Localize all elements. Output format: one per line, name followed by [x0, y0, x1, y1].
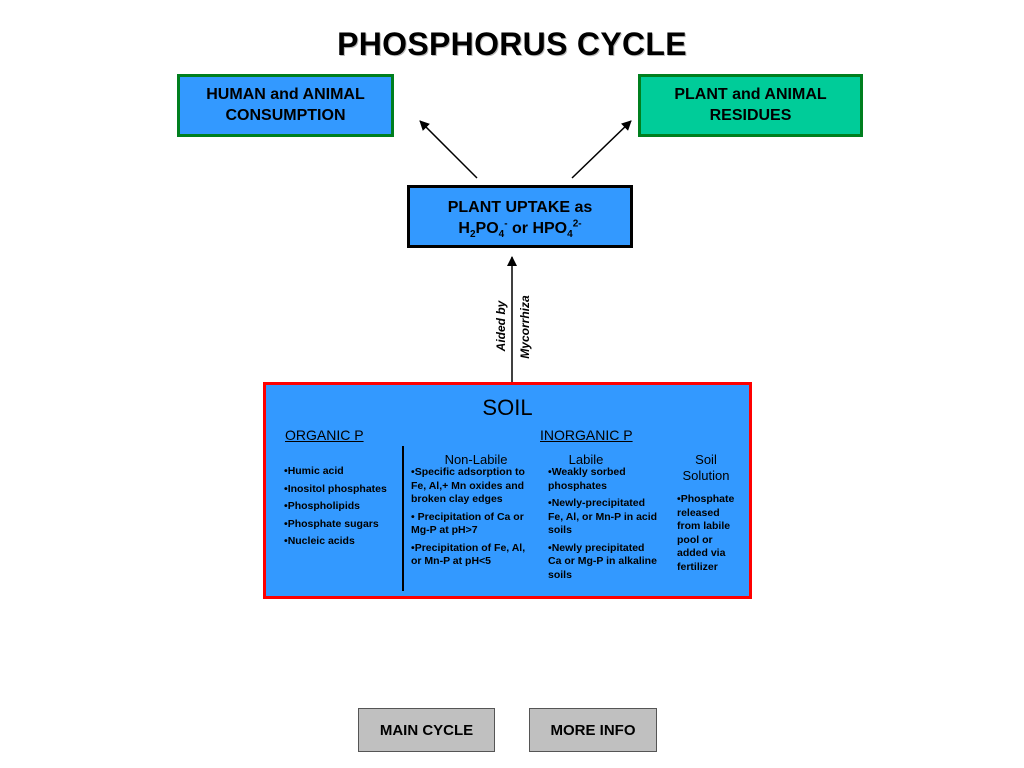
formula-sub: 4	[498, 229, 505, 241]
soil-title: SOIL	[482, 395, 533, 420]
non-labile-title: Non-Labile	[444, 452, 508, 467]
box-label-line: HUMAN and ANIMAL	[206, 86, 365, 103]
list-item: Phosphate released from labile pool or a…	[677, 493, 745, 574]
arrow-label-mycorrhiza: Mycorrhiza	[518, 295, 532, 359]
main-cycle-button[interactable]: MAIN CYCLE	[358, 708, 495, 752]
list-item: Phosphate sugars	[284, 518, 399, 532]
box-label-line: CONSUMPTION	[225, 107, 346, 124]
box-label-line: PLANT and ANIMAL	[674, 86, 827, 103]
box-label-line: RESIDUES	[709, 107, 792, 124]
soil-solution-title-line: Solution	[682, 468, 730, 483]
soil-box[interactable]: SOIL ORGANIC P INORGANIC P Humic acid In…	[263, 382, 752, 599]
formula-sub: 2	[469, 229, 476, 241]
list-item: Weakly sorbed phosphates	[548, 466, 658, 493]
list-item: Nucleic acids	[284, 535, 399, 549]
arrow-label-aided-by: Aided by	[494, 300, 508, 352]
list-item: Humic acid	[284, 465, 399, 479]
formula-sub: 4	[567, 229, 573, 241]
formula-po: PO	[475, 220, 499, 237]
plant-animal-residues-box[interactable]: PLANT and ANIMAL RESIDUES	[638, 74, 863, 137]
non-labile-list: Specific adsorption to Fe, Al,+ Mn oxide…	[411, 466, 529, 573]
formula-or-hpo: or HPO	[507, 220, 568, 237]
formula-sup: -	[504, 218, 508, 230]
list-item: Phospholipids	[284, 500, 399, 514]
organic-p-list: Humic acid Inositol phosphates Phospholi…	[284, 465, 399, 553]
list-item: Newly precipitated Ca or Mg-P in alkalin…	[548, 542, 658, 583]
list-item: Inositol phosphates	[284, 483, 399, 497]
list-item: Specific adsorption to Fe, Al,+ Mn oxide…	[411, 466, 529, 507]
list-item: Precipitation of Fe, Al, or Mn-P at pH<5	[411, 542, 529, 569]
human-animal-consumption-box[interactable]: HUMAN and ANIMAL CONSUMPTION	[177, 74, 394, 137]
formula-sup: 2-	[572, 218, 582, 230]
soil-solution-list: Phosphate released from labile pool or a…	[677, 493, 745, 578]
uptake-line-1: PLANT UPTAKE as	[447, 199, 593, 216]
inorganic-p-header: INORGANIC P	[540, 427, 633, 443]
list-item: Precipitation of Ca or Mg-P at pH>7	[411, 511, 529, 538]
labile-list: Weakly sorbed phosphates Newly-precipita…	[548, 466, 658, 586]
formula-h: H	[458, 220, 470, 237]
divider	[402, 446, 404, 591]
labile-title: Labile	[568, 452, 604, 467]
organic-p-header: ORGANIC P	[285, 427, 364, 443]
soil-solution-title: Soil Solution	[666, 452, 746, 484]
list-item: Newly-precipitated Fe, Al, or Mn-P in ac…	[548, 497, 658, 538]
arrow-to-residues	[571, 120, 632, 179]
plant-uptake-box[interactable]: PLANT UPTAKE as H2PO4- or HPO42-	[407, 185, 633, 248]
soil-solution-title-line: Soil	[695, 452, 717, 467]
arrow-to-consumption	[419, 120, 478, 179]
more-info-button[interactable]: MORE INFO	[529, 708, 657, 752]
uptake-formula: H2PO4- or HPO42-	[410, 218, 630, 241]
page-title: PHOSPHORUS CYCLE	[337, 26, 687, 62]
